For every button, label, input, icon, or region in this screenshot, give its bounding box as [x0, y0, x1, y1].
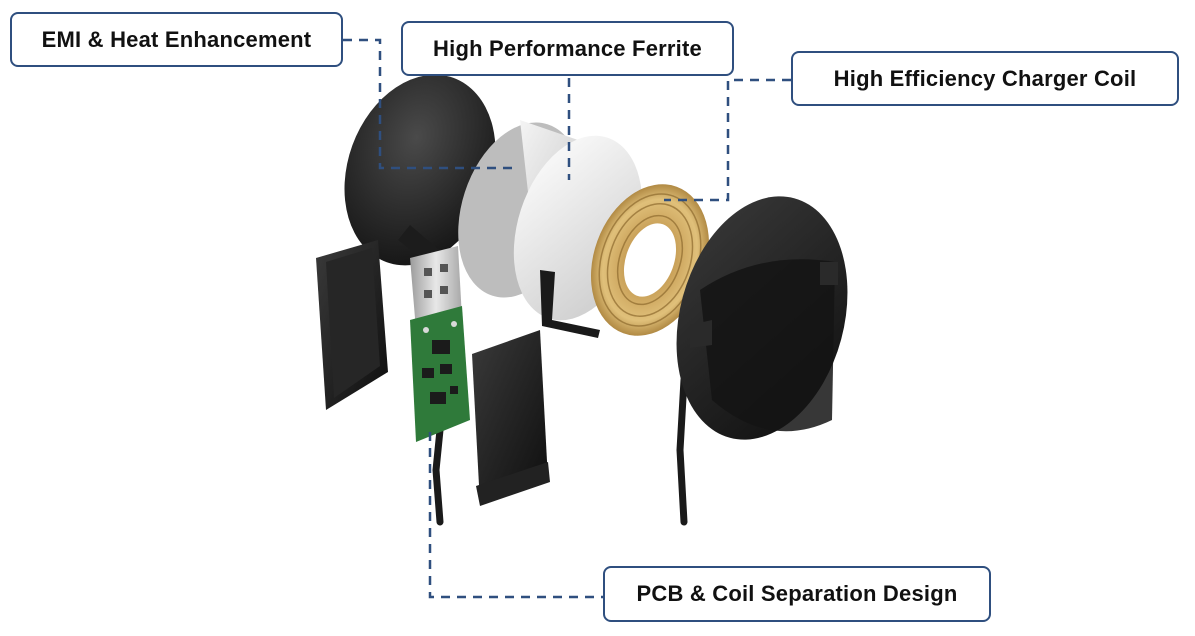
charger-coil [591, 184, 709, 336]
leader-line-emi [343, 38, 512, 170]
pcb-board [410, 306, 470, 442]
callout-high-efficiency-charger-coil: High Efficiency Charger Coil [791, 51, 1179, 106]
callout-pcb-coil-separation: PCB & Coil Separation Design [603, 566, 991, 622]
charger-housing [676, 196, 848, 440]
usb-connector [410, 246, 462, 330]
leader-line-pcb [428, 432, 603, 599]
usb-housing-right [472, 330, 550, 506]
callout-coil-label: High Efficiency Charger Coil [833, 65, 1137, 91]
usb-housing-left [316, 240, 388, 410]
callout-ferrite-label: High Performance Ferrite [433, 35, 702, 61]
callout-emi-heat-enhancement: EMI & Heat Enhancement [10, 12, 343, 67]
cable-charger [676, 376, 688, 526]
callout-high-performance-ferrite: High Performance Ferrite [401, 21, 734, 76]
cable-usb [432, 426, 444, 526]
callout-pcb-label: PCB & Coil Separation Design [636, 581, 958, 606]
callout-emi-label: EMI & Heat Enhancement [41, 26, 312, 52]
leader-lines [343, 38, 791, 599]
leader-line-coil [664, 78, 791, 202]
